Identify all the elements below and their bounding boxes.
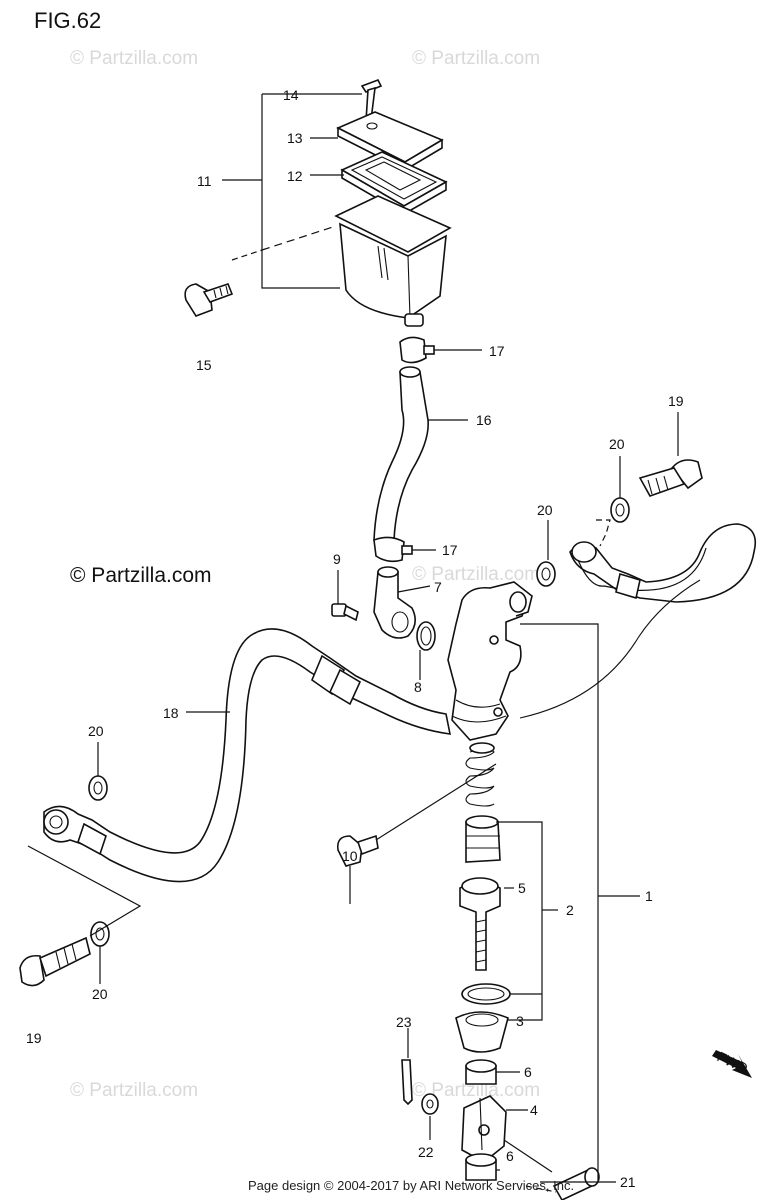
part-bolt-9 [331, 603, 359, 622]
part-washer-20-left-upper[interactable] [88, 775, 108, 801]
callout-10: 10 [342, 848, 358, 864]
watermark: © Partzilla.com [412, 564, 541, 585]
callout-4: 4 [530, 1102, 538, 1118]
callout-20-left-upper: 20 [88, 723, 104, 739]
callout-2: 2 [566, 902, 574, 918]
part-washer-20-upper[interactable] [610, 497, 630, 523]
watermark-main: © Partzilla.com [70, 564, 212, 587]
callout-19-lower: 19 [26, 1030, 42, 1046]
callout-17-top: 17 [489, 343, 505, 359]
callout-12: 12 [287, 168, 303, 184]
callout-6-lower: 6 [506, 1148, 514, 1164]
part-cotter-pin-23[interactable] [401, 1059, 413, 1106]
part-bolt-15 [184, 283, 234, 317]
part-oring-8 [416, 621, 436, 651]
callout-19-upper: 19 [668, 393, 684, 409]
part-circlip [461, 983, 511, 1005]
part-washer-22[interactable] [421, 1093, 439, 1115]
callout-20-mid: 20 [537, 502, 553, 518]
watermark: © Partzilla.com [412, 48, 541, 69]
callout-18: 18 [163, 705, 179, 721]
callout-14: 14 [283, 87, 299, 103]
master-cylinder-internals[interactable] [455, 742, 511, 1181]
part-diaphragm-12 [340, 151, 448, 215]
callout-3: 3 [516, 1013, 524, 1029]
part-hose-fitting-mid [311, 654, 362, 706]
hose-assembly[interactable] [373, 336, 482, 563]
part-clevis-4 [461, 1095, 507, 1163]
part-screw-14 [360, 78, 383, 122]
callout-13: 13 [287, 130, 303, 146]
page-footer: Page design © 2004-2017 by ARI Network S… [248, 1178, 575, 1193]
part-clamp-17-top [399, 336, 435, 364]
fwd-label: FWD [715, 1048, 751, 1076]
part-banjo-bolt-19-upper[interactable] [638, 459, 703, 497]
part-boot-3 [455, 1011, 509, 1053]
watermark: © Partzilla.com [70, 1080, 199, 1101]
figure-title: FIG.62 [34, 8, 102, 33]
part-reservoir-body-11 [334, 195, 452, 327]
part-banjo-bolt-19-lower[interactable] [19, 936, 91, 987]
reservoir-assembly[interactable] [184, 78, 452, 327]
part-clamp-17-bottom [373, 536, 413, 563]
callout-16: 16 [476, 412, 492, 428]
fwd-arrow-icon [712, 1050, 752, 1078]
part-nut-6-lower [465, 1153, 497, 1181]
part-piston [465, 815, 501, 863]
callout-9: 9 [333, 551, 341, 567]
callout-23: 23 [396, 1014, 412, 1030]
callout-7: 7 [434, 579, 442, 595]
callout-6-upper: 6 [524, 1064, 532, 1080]
callout-17-bottom: 17 [442, 542, 458, 558]
part-hose-16 [373, 366, 429, 541]
master-cylinder-body[interactable] [447, 581, 533, 741]
callout-22: 22 [418, 1144, 434, 1160]
watermark: © Partzilla.com [412, 1080, 541, 1101]
callout-15: 15 [196, 357, 212, 373]
brake-hose-upper[interactable] [519, 523, 757, 719]
callout-21: 21 [620, 1174, 636, 1190]
watermark: © Partzilla.com [70, 48, 199, 69]
part-bolt-10[interactable] [336, 834, 379, 867]
part-nut-6-upper [465, 1059, 497, 1085]
part-washer-20-mid[interactable] [536, 561, 556, 587]
part-rod-5 [459, 877, 501, 971]
callout-20-left-lower: 20 [92, 986, 108, 1002]
callout-8: 8 [414, 679, 422, 695]
inlet-fitting-assembly[interactable] [331, 566, 436, 680]
part-spring [465, 742, 495, 807]
part-hose-fitting-left [43, 809, 107, 856]
callout-20-upper: 20 [609, 436, 625, 452]
callout-11: 11 [197, 173, 212, 189]
callout-5: 5 [518, 880, 526, 896]
part-fitting-7 [373, 566, 416, 639]
brake-hose-18[interactable] [43, 628, 452, 883]
callout-1: 1 [645, 888, 653, 904]
